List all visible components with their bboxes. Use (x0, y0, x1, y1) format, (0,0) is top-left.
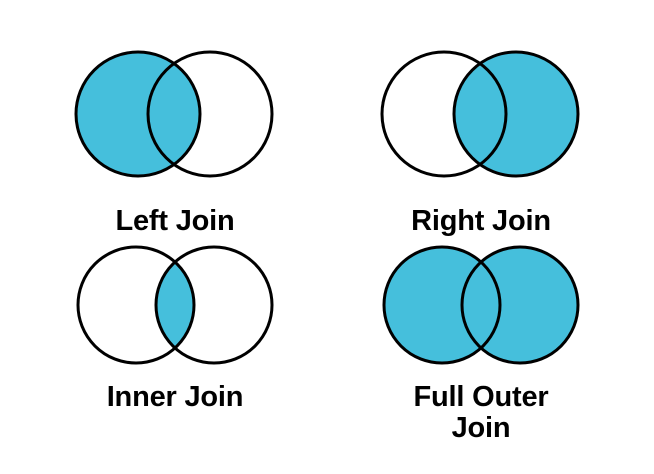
inner-join-venn-svg (76, 245, 274, 365)
left-join-label: Left Join (115, 205, 235, 237)
right-join-left-circle-outline (380, 50, 508, 178)
full-outer-join-right-circle-outline (460, 245, 580, 365)
right-join-right-circle-fill (454, 52, 578, 176)
inner-join-right-circle-outline (154, 245, 274, 365)
full-outer-join-venn-svg (382, 245, 580, 365)
venn-card-right-join: Right Join (358, 36, 604, 237)
full-outer-join-label: Full Outer Join (413, 381, 549, 445)
right-join-right-circle-outline (452, 50, 580, 178)
venn-card-full-outer-join: Full Outer Join (358, 240, 604, 445)
full-outer-join-left-circle-outline (382, 245, 502, 365)
inner-join-label: Inner Join (106, 381, 244, 413)
right-join-label: Right Join (411, 205, 551, 237)
inner-join-left-circle-outline (76, 245, 196, 365)
left-join-venn-svg (74, 50, 274, 178)
left-join-left-circle-fill (76, 52, 200, 176)
left-join-left-circle-outline (74, 50, 202, 178)
right-join-venn-svg (380, 50, 580, 178)
venn-card-left-join: Left Join (52, 36, 298, 237)
venn-card-inner-join: Inner Join (52, 240, 298, 413)
left-join-right-circle-outline (146, 50, 274, 178)
